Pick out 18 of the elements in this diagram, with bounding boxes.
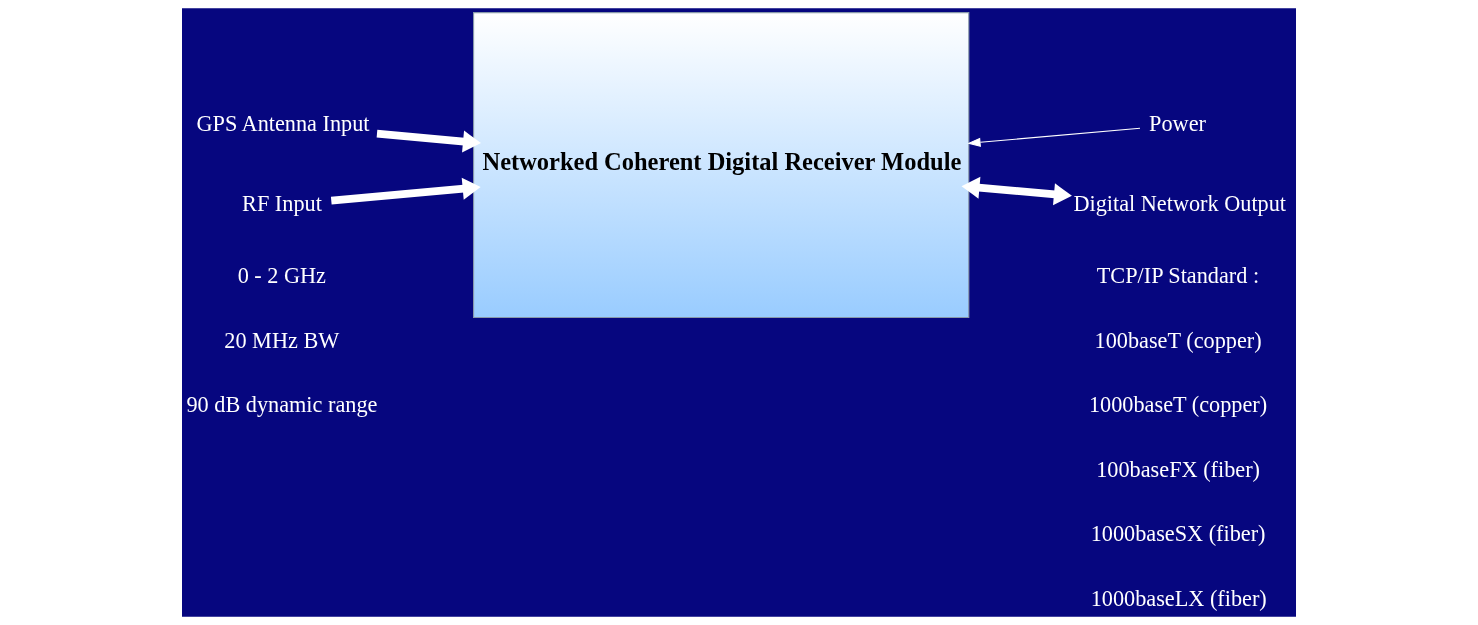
- label: 20 MHz BW: [224, 327, 340, 353]
- node-box: Networked Coherent Digital Receiver Module: [473, 12, 970, 319]
- arrow: [961, 176, 1072, 206]
- label: 0 - 2 GHz: [237, 263, 326, 289]
- arrow: [967, 127, 1141, 147]
- label: 1000baseLX (fiber): [1090, 585, 1267, 611]
- label: TCP/IP Standard :: [1096, 263, 1260, 289]
- node-text: Power: [1149, 110, 1206, 136]
- arrow: [376, 129, 481, 153]
- label: 1000baseT (copper): [1089, 392, 1268, 418]
- label: 100baseT (copper): [1094, 327, 1262, 353]
- arrow: [330, 177, 481, 205]
- node-text: RF Input: [242, 190, 322, 216]
- label: 100baseFX (fiber): [1096, 456, 1260, 482]
- node-text: Digital Network Output: [1073, 190, 1287, 216]
- node-text: GPS Antenna Input: [196, 110, 370, 136]
- label: 1000baseSX (fiber): [1090, 521, 1266, 547]
- label: 90 dB dynamic range: [186, 392, 378, 418]
